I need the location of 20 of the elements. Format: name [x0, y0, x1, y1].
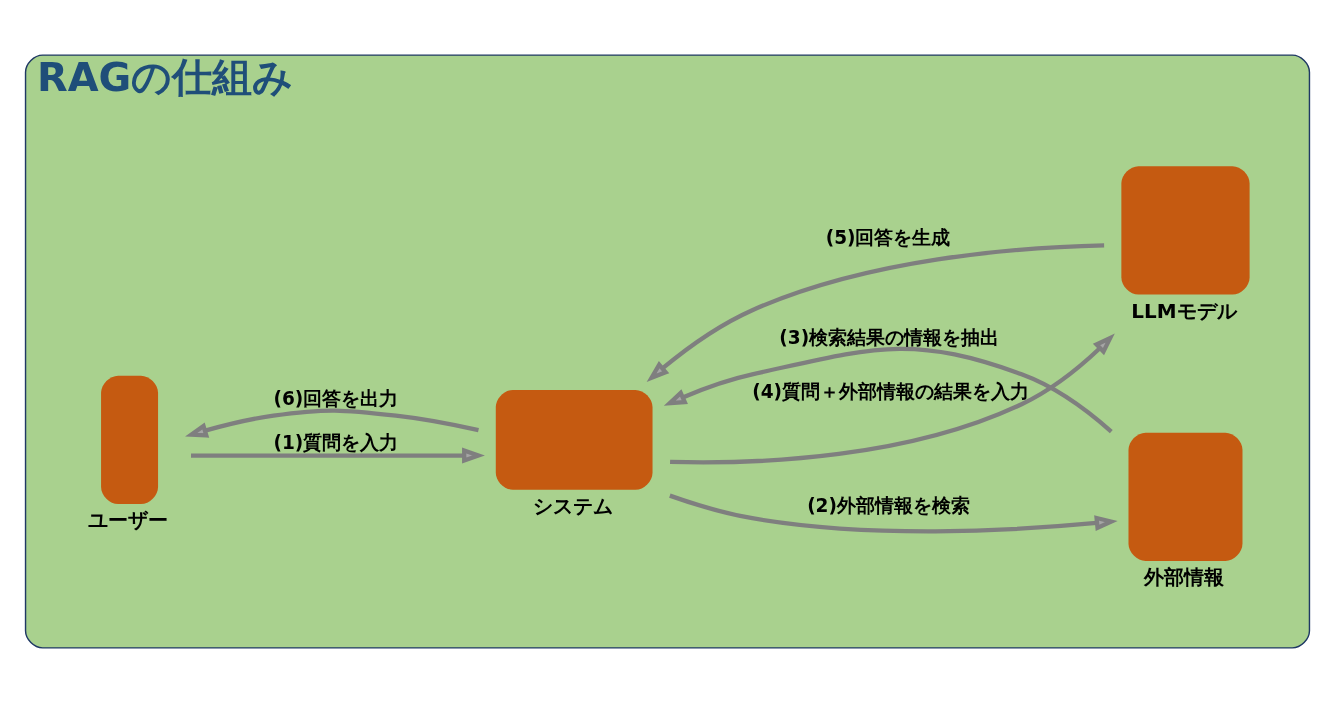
- edge-label: (3)検索結果の情報を抽出: [779, 326, 1000, 348]
- edge-label: (4)質問＋外部情報の結果を入力: [752, 380, 1030, 402]
- node-label: ユーザー: [88, 508, 169, 533]
- arrow: [663, 346, 1113, 434]
- edge-label: (6)回答を出力: [273, 387, 399, 409]
- arrow: [670, 333, 1115, 465]
- node-label: LLMモデル: [1131, 298, 1237, 323]
- edge-label: (1)質問を入力: [273, 431, 399, 453]
- node-box: [1128, 432, 1243, 561]
- node-label: システム: [532, 493, 613, 518]
- node-box: [101, 375, 159, 504]
- arrow: [669, 493, 1118, 534]
- arrow: [646, 243, 1105, 382]
- edge-label: (5)回答を生成: [825, 226, 951, 248]
- node-label: 外部情報: [1144, 565, 1225, 590]
- edge-label: (2)外部情報を検索: [807, 494, 970, 516]
- arrow: [191, 447, 485, 464]
- arrow: [185, 408, 479, 438]
- node-box: [495, 390, 653, 490]
- node-box: [1121, 166, 1250, 295]
